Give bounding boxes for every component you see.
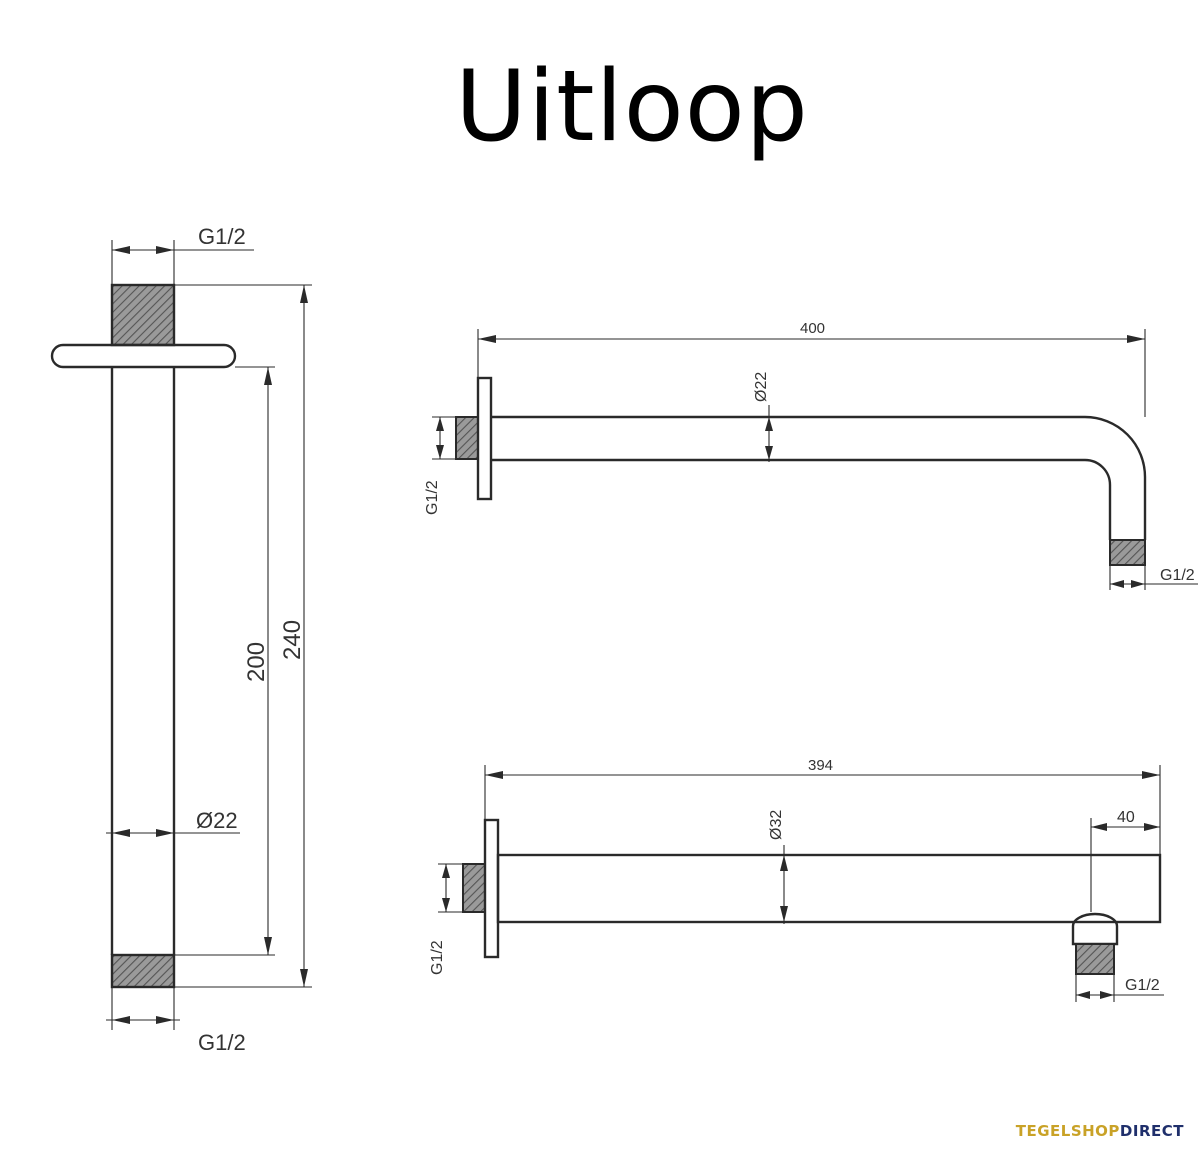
brand-logo: TEGELSHOPDIRECT xyxy=(1016,1122,1184,1140)
ceiling-diameter-label: Ø22 xyxy=(196,808,238,833)
straight-thread-outlet-shape xyxy=(1075,943,1115,975)
straight-wall-arm-view: 394 Ø32 40 G1/2 G1/2 xyxy=(429,757,1164,1002)
brand-part-2: DIRECT xyxy=(1119,1122,1184,1140)
straight-thread-wall-shape xyxy=(462,863,486,913)
straight-thread-outlet-label: G1/2 xyxy=(1125,977,1160,994)
brand-part-1: TEGELSHOP xyxy=(1015,1122,1120,1140)
curved-thread-wall-label: G1/2 xyxy=(424,480,441,515)
curved-diameter-label: Ø22 xyxy=(753,372,770,402)
ceiling-thread-bottom-label: G1/2 xyxy=(198,1030,246,1055)
ceiling-length-inner-label: 200 xyxy=(243,642,270,682)
ceiling-length-total-label: 240 xyxy=(279,620,306,660)
straight-thread-wall-label: G1/2 xyxy=(429,940,446,975)
thread-top-shape xyxy=(110,283,176,347)
straight-pipe-shape xyxy=(496,853,1162,924)
straight-outlet-offset-label: 40 xyxy=(1117,809,1135,826)
curved-thread-outlet-shape xyxy=(1109,539,1146,566)
straight-flange-shape xyxy=(483,818,500,959)
straight-diameter-label: Ø32 xyxy=(768,810,785,840)
straight-length-label: 394 xyxy=(808,757,833,774)
ceiling-arm-view: G1/2 200 240 Ø22 G1/2 xyxy=(50,224,312,1055)
ceiling-thread-top-label: G1/2 xyxy=(198,224,246,249)
curved-length-label: 400 xyxy=(800,320,825,337)
curved-wall-arm-view: 400 Ø22 G1/2 G1/2 xyxy=(424,320,1198,590)
ceiling-flange-shape xyxy=(50,343,237,369)
curved-flange-shape xyxy=(476,376,493,501)
straight-outlet-body-shape xyxy=(1071,912,1119,946)
page-title: Uitloop xyxy=(455,50,809,164)
curved-thread-outlet-label: G1/2 xyxy=(1160,567,1195,584)
curved-thread-wall-shape xyxy=(455,416,479,460)
thread-bottom-shape xyxy=(110,953,176,989)
